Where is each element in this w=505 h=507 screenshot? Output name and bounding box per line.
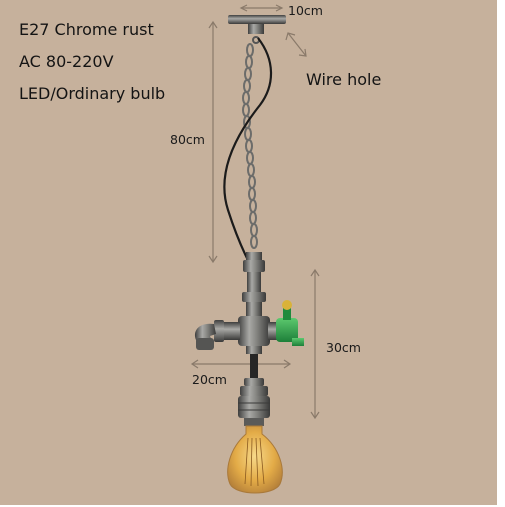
dimension-canopy-width: 10cm bbox=[288, 3, 323, 18]
pipe-body bbox=[194, 252, 278, 378]
power-cord bbox=[223, 37, 273, 269]
dimension-cord-length: 80cm bbox=[170, 132, 205, 147]
ceiling-canopy bbox=[228, 15, 286, 44]
edison-bulb bbox=[227, 425, 283, 494]
spec-voltage: AC 80-220V bbox=[19, 52, 114, 71]
lamp-socket bbox=[238, 378, 270, 426]
wire-hole-label: Wire hole bbox=[306, 70, 382, 89]
spec-bulb-type: LED/Ordinary bulb bbox=[19, 84, 166, 103]
hanging-chain bbox=[242, 43, 258, 249]
green-faucet bbox=[276, 300, 304, 346]
dimension-lines bbox=[190, 4, 320, 420]
dimension-body-width: 20cm bbox=[192, 372, 227, 387]
dimension-body-height: 30cm bbox=[326, 340, 361, 355]
spec-socket-finish: E27 Chrome rust bbox=[19, 20, 154, 39]
